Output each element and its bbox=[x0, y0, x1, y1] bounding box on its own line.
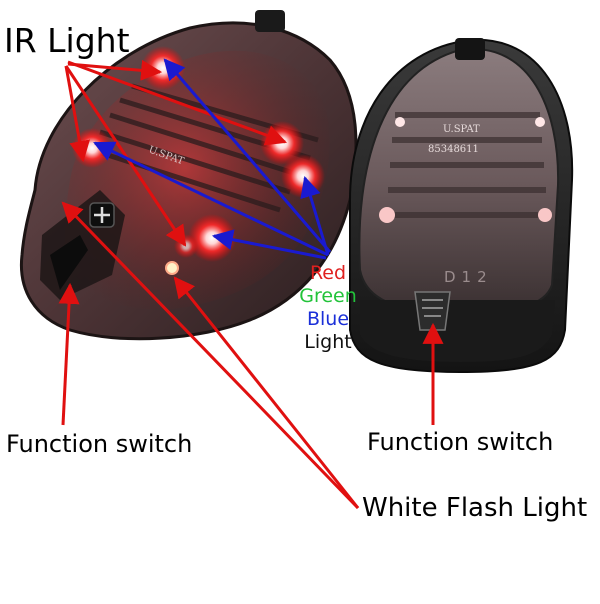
marking-serial: 85348611 bbox=[428, 144, 479, 155]
rgb-light-label: Red Green Blue Light bbox=[282, 262, 374, 354]
rgb-arrow-2 bbox=[93, 141, 329, 257]
rgb-word-green: Green bbox=[299, 285, 357, 307]
marking-model: D12 bbox=[444, 268, 493, 286]
rgb-word-blue: Blue bbox=[306, 308, 350, 330]
ir-arrow-1 bbox=[67, 59, 163, 81]
right-device bbox=[349, 38, 574, 374]
flash-arrow-2 bbox=[173, 276, 360, 509]
marking-patent-right: U.SPAT bbox=[443, 124, 480, 135]
white-flash-light-label: White Flash Light bbox=[362, 493, 588, 523]
rgb-arrow-1 bbox=[163, 58, 332, 253]
ir-light-label: IR Light bbox=[4, 21, 130, 60]
ir-arrows bbox=[64, 59, 287, 247]
rgb-word-light: Light bbox=[304, 331, 352, 353]
ir-arrow-4 bbox=[67, 60, 287, 146]
rgb-arrow-3 bbox=[300, 175, 330, 256]
function-switch-label-left: Function switch bbox=[6, 430, 193, 458]
switch-arrow-left bbox=[58, 282, 80, 426]
ir-arrow-2 bbox=[64, 65, 90, 163]
ir-arrow-3 bbox=[64, 65, 187, 247]
rgb-arrows bbox=[93, 58, 332, 260]
rgb-arrow-4 bbox=[211, 229, 327, 260]
function-switch-label-right: Function switch bbox=[367, 428, 554, 456]
flash-arrow-1 bbox=[61, 201, 360, 510]
rgb-word-red: Red bbox=[309, 262, 347, 284]
